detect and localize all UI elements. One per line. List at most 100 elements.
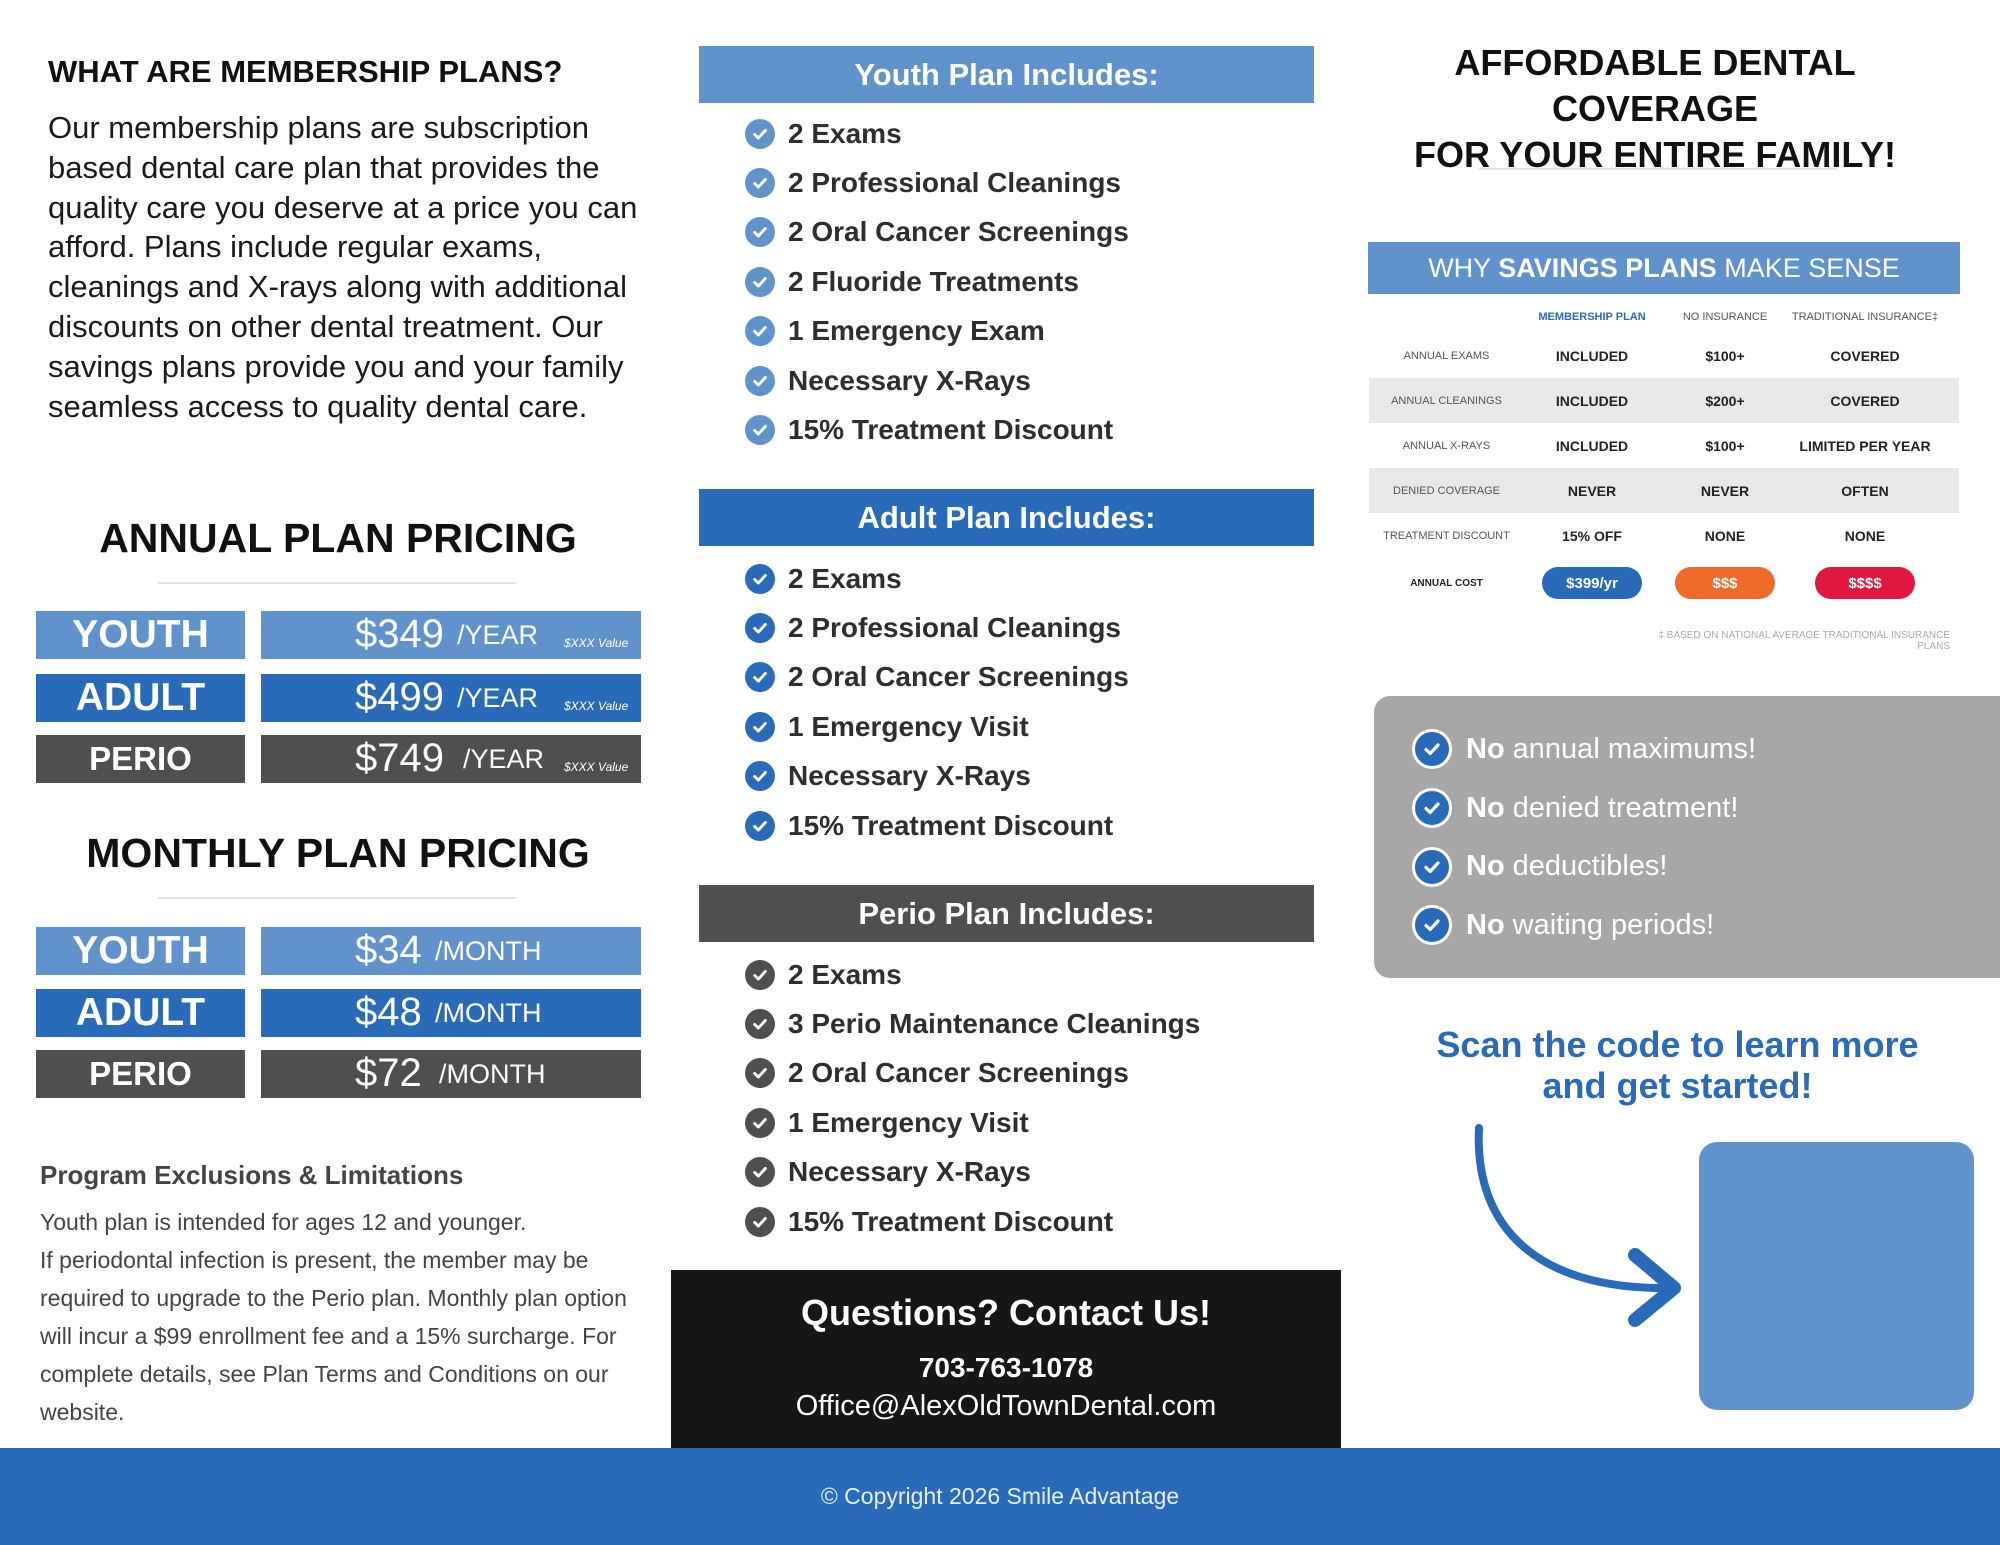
benefits-panel bbox=[1374, 696, 2000, 978]
contact-email[interactable]: Office@AlexOldTownDental.com bbox=[795, 1390, 1217, 1422]
table-cell: NONE bbox=[1844, 527, 1886, 544]
plan-item-text: 1 Emergency Visit bbox=[788, 1106, 1029, 1138]
membership-plans-heading: WHAT ARE MEMBERSHIP PLANS? bbox=[48, 54, 563, 89]
youth-plan-list: 2 Exams 2 Professional Cleanings 2 Oral Ca… bbox=[745, 109, 1129, 455]
check-circle-icon bbox=[745, 1157, 775, 1188]
savings-table-heading: WHY SAVINGS PLANS MAKE SENSE bbox=[1368, 242, 1960, 294]
annual-cost-no-insurance-cell: $$$ bbox=[1660, 558, 1790, 608]
plan-item-text: 2 Fluoride Treatments bbox=[788, 265, 1079, 297]
check-circle-icon bbox=[745, 1206, 775, 1237]
coverage-headline: AFFORDABLE DENTAL COVERAGE FOR YOUR ENTI… bbox=[1360, 40, 1950, 178]
check-circle-icon bbox=[745, 217, 775, 248]
list-item: 2 Exams bbox=[745, 950, 1200, 999]
annual-perio-amount: $749 bbox=[355, 736, 444, 780]
annual-cost-traditional-cell: $$$$ bbox=[1790, 558, 1940, 608]
monthly-adult-amount: $48 bbox=[355, 990, 422, 1034]
annual-price-row-adult: ADULT $499 /YEAR $XXX Value bbox=[36, 674, 641, 722]
table-cell: 15% OFF bbox=[1562, 527, 1622, 544]
table-cell: INCLUDED bbox=[1555, 392, 1629, 409]
check-circle-icon bbox=[745, 662, 775, 693]
annual-divider bbox=[158, 582, 516, 584]
headline-divider bbox=[1479, 168, 1837, 170]
exclusions-heading: Program Exclusions & Limitations bbox=[40, 1160, 464, 1190]
table-cell: ANNUAL CLEANINGS bbox=[1391, 394, 1502, 407]
list-item: 15% Treatment Discount bbox=[745, 1197, 1200, 1246]
table-cell: $100+ bbox=[1705, 347, 1745, 364]
monthly-perio-period: /MONTH bbox=[439, 1059, 546, 1089]
benefit-emphasis: No bbox=[1466, 791, 1505, 824]
savings-heading-bold: SAVINGS PLANS bbox=[1498, 253, 1717, 283]
table-row: TREATMENT DISCOUNT 15% OFF NONE NONE bbox=[1369, 513, 1959, 558]
check-circle-icon bbox=[1412, 846, 1452, 887]
benefit-text: denied treatment! bbox=[1512, 791, 1739, 824]
plan-item-text: 2 Professional Cleanings bbox=[788, 612, 1121, 644]
annual-adult-price: $499 /YEAR $XXX Value bbox=[261, 674, 641, 722]
annual-perio-label: PERIO bbox=[36, 735, 245, 783]
adult-plan-heading: Adult Plan Includes: bbox=[699, 489, 1314, 546]
plan-item-text: 2 Professional Cleanings bbox=[788, 167, 1121, 199]
plan-item-text: Necessary X-Rays bbox=[788, 364, 1031, 396]
table-cell: NONE bbox=[1704, 527, 1746, 544]
exclusions-line-2: If periodontal infection is present, the… bbox=[40, 1247, 627, 1425]
list-item: 2 Professional Cleanings bbox=[745, 603, 1129, 652]
table-cell: INCLUDED bbox=[1555, 347, 1629, 364]
coverage-headline-line-1: AFFORDABLE DENTAL COVERAGE bbox=[1454, 42, 1856, 129]
annual-perio-period: /YEAR bbox=[463, 744, 545, 774]
list-item: 3 Perio Maintenance Cleanings bbox=[745, 999, 1200, 1048]
perio-plan-heading: Perio Plan Includes: bbox=[699, 885, 1314, 942]
check-circle-icon bbox=[745, 1058, 775, 1089]
table-row: DENIED COVERAGE NEVER NEVER OFTEN bbox=[1369, 468, 1959, 513]
list-item: 15% Treatment Discount bbox=[745, 405, 1129, 454]
plan-item-text: 2 Exams bbox=[788, 562, 902, 594]
list-item: 2 Professional Cleanings bbox=[745, 158, 1129, 207]
benefit-emphasis: No bbox=[1466, 850, 1505, 883]
list-item: 2 Oral Cancer Screenings bbox=[745, 1049, 1200, 1098]
plan-item-text: Necessary X-Rays bbox=[788, 1156, 1031, 1188]
annual-pricing-heading: ANNUAL PLAN PRICING bbox=[99, 515, 577, 561]
monthly-adult-price: $48 /MONTH bbox=[261, 989, 641, 1037]
benefit-text: deductibles! bbox=[1512, 850, 1668, 883]
list-item: 2 Oral Cancer Screenings bbox=[745, 653, 1129, 702]
list-item: 1 Emergency Exam bbox=[745, 307, 1129, 356]
savings-header-traditional: TRADITIONAL INSURANCE‡ bbox=[1791, 310, 1939, 323]
savings-heading-pre: WHY bbox=[1428, 253, 1499, 283]
table-cell: OFTEN bbox=[1841, 482, 1889, 499]
table-cell: $100+ bbox=[1705, 437, 1745, 454]
monthly-price-row-adult: ADULT $48 /MONTH bbox=[36, 989, 641, 1037]
table-row: ANNUAL EXAMS INCLUDED $100+ COVERED bbox=[1369, 333, 1959, 378]
benefit-emphasis: No bbox=[1466, 908, 1505, 941]
table-cell: NEVER bbox=[1700, 482, 1750, 499]
list-item: 1 Emergency Visit bbox=[745, 702, 1129, 751]
plan-item-text: 2 Exams bbox=[788, 958, 902, 990]
check-circle-icon bbox=[745, 810, 775, 841]
savings-heading-post: MAKE SENSE bbox=[1716, 253, 1900, 283]
qr-code-placeholder[interactable] bbox=[1699, 1142, 1974, 1410]
monthly-youth-label: YOUTH bbox=[36, 927, 245, 975]
check-circle-icon bbox=[745, 959, 775, 990]
plan-item-text: 2 Oral Cancer Screenings bbox=[788, 216, 1129, 248]
monthly-adult-period: /MONTH bbox=[435, 998, 542, 1028]
list-item: 2 Exams bbox=[745, 109, 1129, 158]
contact-phone[interactable]: 703-763-1078 bbox=[918, 1352, 1094, 1383]
monthly-divider bbox=[158, 897, 516, 899]
check-circle-icon bbox=[745, 266, 775, 297]
monthly-youth-period: /MONTH bbox=[435, 936, 542, 966]
plan-item-text: 2 Oral Cancer Screenings bbox=[788, 661, 1129, 693]
annual-youth-amount: $349 bbox=[355, 612, 444, 656]
list-item: Necessary X-Rays bbox=[745, 752, 1129, 801]
check-circle-icon bbox=[745, 613, 775, 644]
exclusions-text: Youth plan is intended for ages 12 and y… bbox=[40, 1203, 640, 1431]
monthly-price-row-perio: PERIO $72 /MONTH bbox=[36, 1050, 641, 1098]
annual-youth-period: /YEAR bbox=[457, 620, 539, 650]
check-circle-icon bbox=[1412, 905, 1452, 946]
annual-cost-label: ANNUAL COST bbox=[1410, 577, 1483, 589]
monthly-price-row-youth: YOUTH $34 /MONTH bbox=[36, 927, 641, 975]
savings-footnote: ‡ BASED ON NATIONAL AVERAGE TRADITIONAL … bbox=[1658, 630, 1950, 652]
benefit-text: waiting periods! bbox=[1512, 908, 1715, 941]
check-circle-icon bbox=[745, 563, 775, 594]
membership-plans-description: Our membership plans are subscription ba… bbox=[48, 110, 638, 424]
